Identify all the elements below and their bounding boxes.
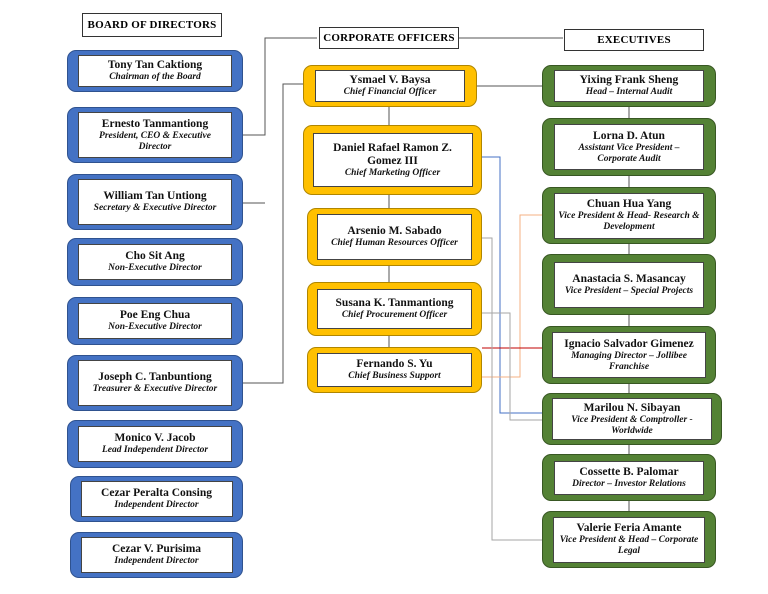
person-title: Vice President – Special Projects [564, 285, 694, 296]
board-header: BOARD OF DIRECTORS [82, 13, 222, 37]
person-title: Independent Director [114, 500, 199, 510]
person-title: Vice President & Comptroller - Worldwide [571, 414, 693, 436]
person-name: Cezar Peralta Consing [101, 487, 212, 499]
person-name: Lorna D. Atun [593, 129, 665, 142]
person-name: Arsenio M. Sabado [347, 225, 442, 237]
person-name: Marilou N. Sibayan [583, 401, 681, 414]
board-member-card[interactable]: Ernesto Tanmantiong President, CEO & Exe… [67, 107, 243, 163]
connector-orange [482, 214, 542, 378]
person-title: Secretary & Executive Director [93, 203, 217, 213]
executive-card[interactable]: Ignacio Salvador Gimenez Managing Direct… [542, 326, 716, 384]
person-title: Vice President & Head – Corporate Legal [559, 535, 699, 556]
board-member-card[interactable]: Monico V. Jacob Lead Independent Directo… [67, 420, 243, 468]
person-title: Head – Internal Audit [585, 87, 673, 97]
person-name: Tony Tan Caktiong [107, 59, 203, 71]
board-member-card[interactable]: Cho Sit Ang Non-Executive Director [67, 238, 243, 286]
person-name: Valerie Feria Amante [576, 522, 682, 534]
person-name: Daniel Rafael Ramon Z. Gomez III [333, 141, 452, 167]
person-title: Treasurer & Executive Director [92, 384, 218, 394]
person-name: Ignacio Salvador Gimenez [564, 337, 694, 350]
officers-header: CORPORATE OFFICERS [319, 27, 459, 49]
officer-card[interactable]: Arsenio M. Sabado Chief Human Resources … [307, 208, 482, 266]
officer-card[interactable]: Daniel Rafael Ramon Z. Gomez III Chief M… [303, 125, 482, 195]
person-title: Chief Business Support [348, 371, 441, 381]
person-name: Ernesto Tanmantiong [101, 117, 209, 130]
officer-card[interactable]: Susana K. Tanmantiong Chief Procurement … [307, 282, 482, 336]
person-title: Assistant Vice President – Corporate Aud… [578, 142, 680, 164]
person-title: Chairman of the Board [109, 72, 201, 82]
executive-card[interactable]: Chuan Hua Yang Vice President & Head- Re… [542, 187, 716, 244]
executive-card[interactable]: Valerie Feria Amante Vice President & He… [542, 511, 716, 568]
person-name: Fernando S. Yu [356, 358, 433, 370]
person-name: Yixing Frank Sheng [579, 74, 679, 86]
board-member-card[interactable]: Cezar V. Purisima Independent Director [70, 532, 243, 578]
executive-card[interactable]: Yixing Frank Sheng Head – Internal Audit [542, 65, 716, 107]
person-name: Chuan Hua Yang [586, 198, 672, 210]
person-name: Ysmael V. Baysa [349, 74, 431, 86]
person-title: Chief Financial Officer [343, 87, 437, 97]
board-member-card[interactable]: Joseph C. Tanbuntiong Treasurer & Execut… [67, 355, 243, 411]
person-title: President, CEO & Executive Director [99, 130, 211, 152]
person-name: William Tan Untiong [103, 190, 207, 202]
executive-card[interactable]: Marilou N. Sibayan Vice President & Comp… [542, 393, 722, 445]
board-member-card[interactable]: William Tan Untiong Secretary & Executiv… [67, 174, 243, 230]
executive-card[interactable]: Cossette B. Palomar Director – Investor … [542, 454, 716, 501]
person-name: Susana K. Tanmantiong [335, 297, 454, 309]
person-title: Director – Investor Relations [572, 478, 686, 489]
person-name: Cezar V. Purisima [111, 543, 202, 555]
connector-gray-procurement [482, 312, 542, 421]
person-title: Independent Director [114, 556, 199, 566]
board-member-card[interactable]: Tony Tan Caktiong Chairman of the Board [67, 50, 243, 92]
board-member-card[interactable]: Poe Eng Chua Non-Executive Director [67, 297, 243, 345]
officer-card[interactable]: Fernando S. Yu Chief Business Support [307, 347, 482, 393]
person-title: Lead Independent Director [101, 445, 209, 455]
person-name: Monico V. Jacob [114, 432, 196, 444]
executives-header: EXECUTIVES [564, 29, 704, 51]
person-title: Chief Marketing Officer [344, 167, 441, 178]
person-name: Cossette B. Palomar [579, 465, 679, 478]
person-name: Poe Eng Chua [119, 309, 191, 321]
executive-card[interactable]: Lorna D. Atun Assistant Vice President –… [542, 118, 716, 176]
person-title: Non-Executive Director [108, 322, 202, 332]
person-title: Chief Procurement Officer [341, 310, 448, 320]
connector-gray-hr [482, 237, 542, 541]
connector-blue [482, 156, 542, 414]
person-title: Managing Director – Jollibee Franchise [571, 350, 687, 372]
person-name: Anastacia S. Masancay [572, 272, 686, 285]
person-name: Joseph C. Tanbuntiong [98, 371, 212, 383]
officer-card[interactable]: Ysmael V. Baysa Chief Financial Officer [303, 65, 477, 107]
person-name: Cho Sit Ang [125, 250, 185, 262]
executive-card[interactable]: Anastacia S. Masancay Vice President – S… [542, 254, 716, 315]
board-member-card[interactable]: Cezar Peralta Consing Independent Direct… [70, 476, 243, 522]
person-title: Vice President & Head- Research & Develo… [558, 211, 700, 232]
person-title: Chief Human Resources Officer [331, 238, 458, 248]
connector-ceo-to-officers [243, 37, 317, 136]
person-title: Non-Executive Director [108, 263, 202, 273]
connector-treasurer [243, 83, 305, 384]
